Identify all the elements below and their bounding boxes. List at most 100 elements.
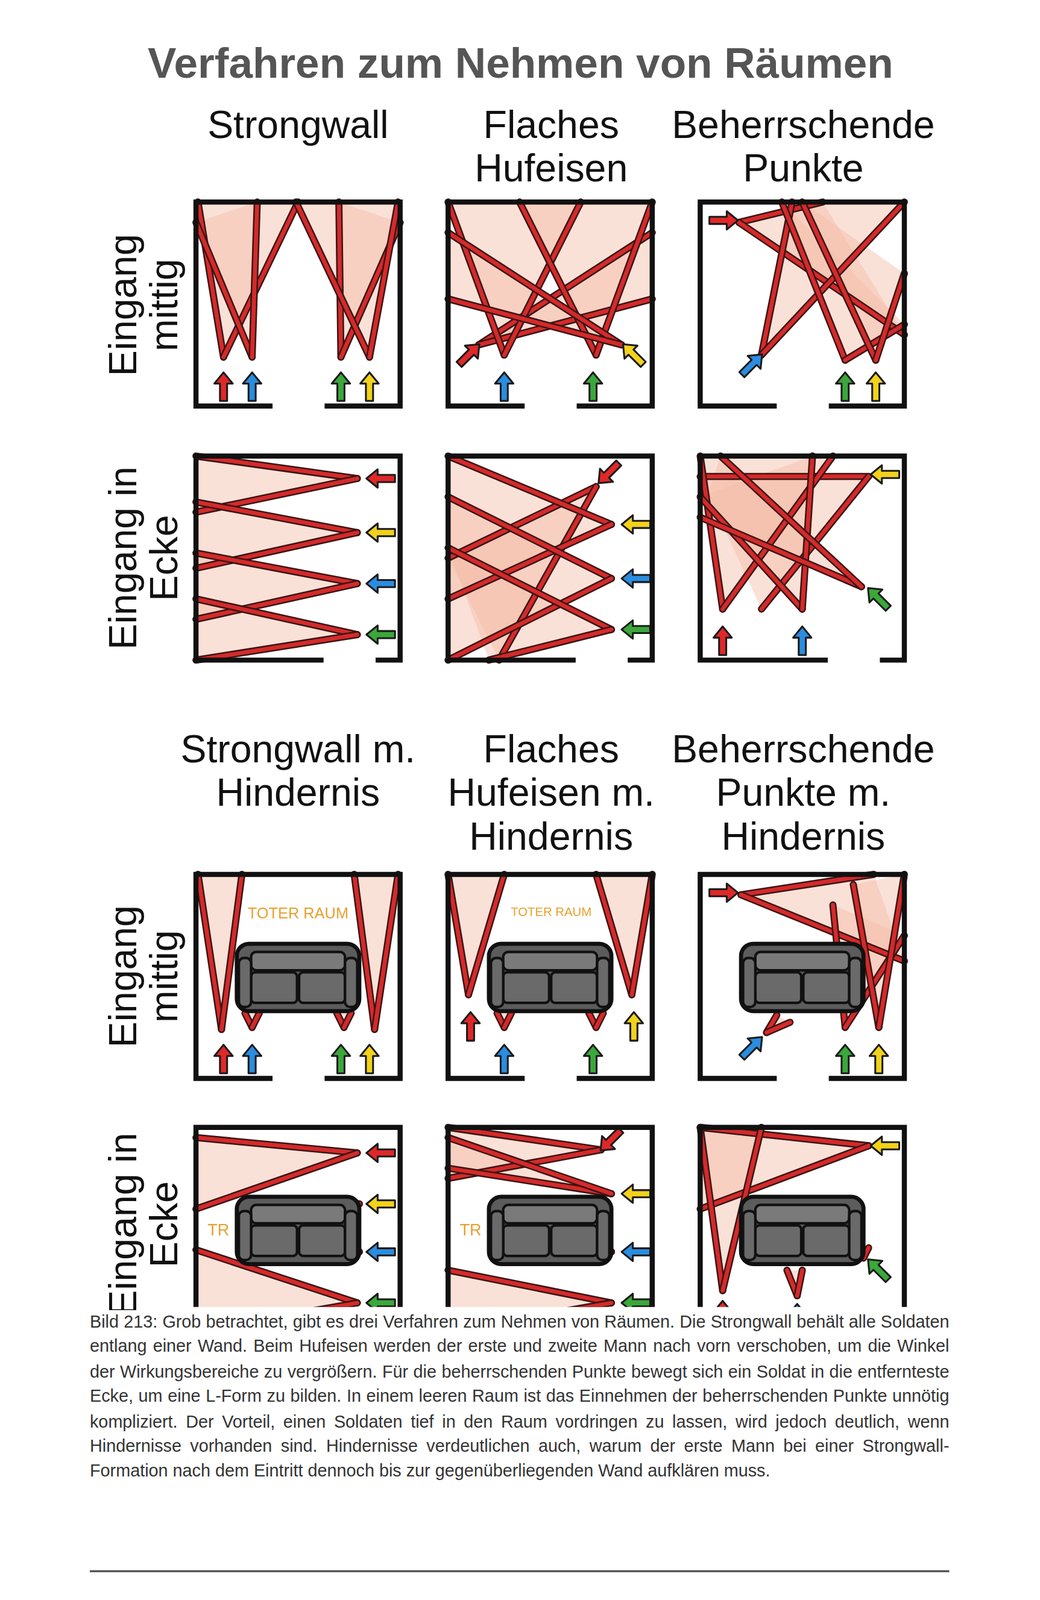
- sector-line: [766, 1022, 790, 1033]
- arrow-head: [861, 581, 895, 615]
- sector-line-outline: [195, 1303, 357, 1308]
- soldier-arrow: [713, 1301, 732, 1308]
- arrow-head: [709, 211, 738, 230]
- sofa-cushion: [503, 972, 550, 1004]
- soldier-arrow: [735, 347, 769, 382]
- room-wall: [699, 1128, 905, 1308]
- soldier-arrow: [709, 883, 738, 902]
- arrow-head: [366, 523, 395, 543]
- sector-line-outline: [197, 874, 222, 1030]
- field-of-fire: [786, 1270, 802, 1297]
- soldier-arrow: [494, 372, 514, 401]
- column-heading: Strongwall m. Hindernis: [144, 727, 451, 816]
- room-wall: [699, 201, 905, 407]
- sofa-arm: [849, 1211, 862, 1261]
- sector-line: [369, 201, 398, 357]
- sofa-cushion: [755, 1225, 802, 1257]
- sector-line-outline: [195, 502, 357, 533]
- soldier-arrow: [621, 569, 650, 588]
- sofa-body: [236, 1197, 360, 1265]
- sector-line-outline: [447, 1303, 612, 1308]
- sector-line-outline: [369, 201, 398, 357]
- soldier-arrow: [242, 372, 262, 401]
- soldier-arrow: [787, 1304, 807, 1308]
- sofa-obstacle: [740, 1197, 864, 1265]
- arrow-head: [366, 1144, 395, 1163]
- sector-line: [631, 874, 653, 996]
- sofa-arm: [849, 958, 862, 1008]
- arrow-head: [870, 1137, 899, 1156]
- sector-line-outline: [699, 517, 861, 587]
- arrow-head: [735, 347, 769, 382]
- sofa-back: [503, 952, 598, 971]
- sofa-body: [488, 1197, 612, 1265]
- soldier-arrow: [870, 465, 899, 484]
- soldier-arrow: [583, 372, 602, 401]
- arrow-head: [242, 372, 262, 401]
- sector-line: [447, 456, 612, 525]
- arrow-head: [366, 1294, 395, 1308]
- field-of-fire: [589, 1013, 604, 1028]
- sofa-cushion: [299, 1225, 345, 1257]
- sector-line-outline: [699, 1128, 723, 1292]
- column-heading: Strongwall: [144, 103, 451, 148]
- sector-line: [797, 1270, 802, 1297]
- sofa-cushion: [551, 1225, 597, 1257]
- soldier-arrow: [360, 1045, 379, 1074]
- sector-line: [195, 502, 357, 533]
- sector-line-outline: [447, 299, 622, 345]
- arrow-head: [366, 1195, 395, 1214]
- sofa-arm: [238, 958, 251, 1008]
- sofa-cushion: [299, 972, 345, 1004]
- soldier-arrow: [494, 1045, 514, 1074]
- room-wall: [447, 1128, 653, 1308]
- arrow-head: [713, 1301, 732, 1308]
- arrow-head: [360, 1045, 379, 1074]
- sector-line-outline: [447, 1138, 612, 1195]
- room-wall: [447, 874, 653, 1080]
- sector-line-outline: [296, 201, 370, 357]
- sector-line: [699, 1128, 869, 1147]
- arrow-head: [366, 574, 395, 593]
- sector-line: [296, 201, 370, 357]
- sector-line: [447, 1168, 612, 1194]
- soldier-arrow: [214, 372, 233, 401]
- soldier-arrow: [366, 625, 395, 644]
- sector-line-outline: [195, 599, 357, 635]
- soldier-arrow: [709, 211, 738, 230]
- arrow-head: [360, 372, 379, 401]
- sofa-arm: [743, 1211, 756, 1261]
- sector-line: [197, 874, 222, 1030]
- dead-space-label: TR: [207, 1222, 230, 1241]
- soldier-arrow: [366, 574, 395, 593]
- sector-line-outline: [252, 201, 257, 357]
- sector-line: [338, 201, 341, 357]
- arrow-head: [621, 1185, 650, 1204]
- soldier-arrow: [836, 372, 855, 401]
- room-panel: [447, 456, 653, 661]
- sofa-cushion: [503, 1225, 550, 1257]
- arrow-head: [583, 372, 602, 401]
- sector-line-outline: [766, 1022, 790, 1033]
- soldier-arrow: [836, 1045, 855, 1074]
- sector-line: [720, 456, 862, 588]
- sector-line: [195, 634, 357, 661]
- soldier-arrow: [331, 372, 350, 401]
- sector-line-outline: [447, 201, 505, 356]
- room-panel: [195, 1128, 401, 1308]
- arrow-head: [621, 620, 650, 639]
- room-panel: [699, 456, 905, 661]
- soldier-arrow: [624, 1012, 643, 1041]
- sector-line: [447, 201, 505, 356]
- soldier-arrow: [214, 1045, 233, 1074]
- soldier-arrow: [366, 469, 395, 488]
- sofa-back: [503, 1205, 598, 1224]
- sector-line-outline: [195, 532, 357, 569]
- arrow-head: [214, 372, 233, 401]
- row-heading: Eingang in Ecke: [101, 463, 184, 653]
- room-wall: [699, 874, 905, 1080]
- dead-space-label: TOTER RAUM: [247, 904, 349, 922]
- sector-line: [447, 1138, 612, 1195]
- row-heading: Eingang mittig: [101, 211, 184, 400]
- sector-line-outline: [195, 1138, 357, 1154]
